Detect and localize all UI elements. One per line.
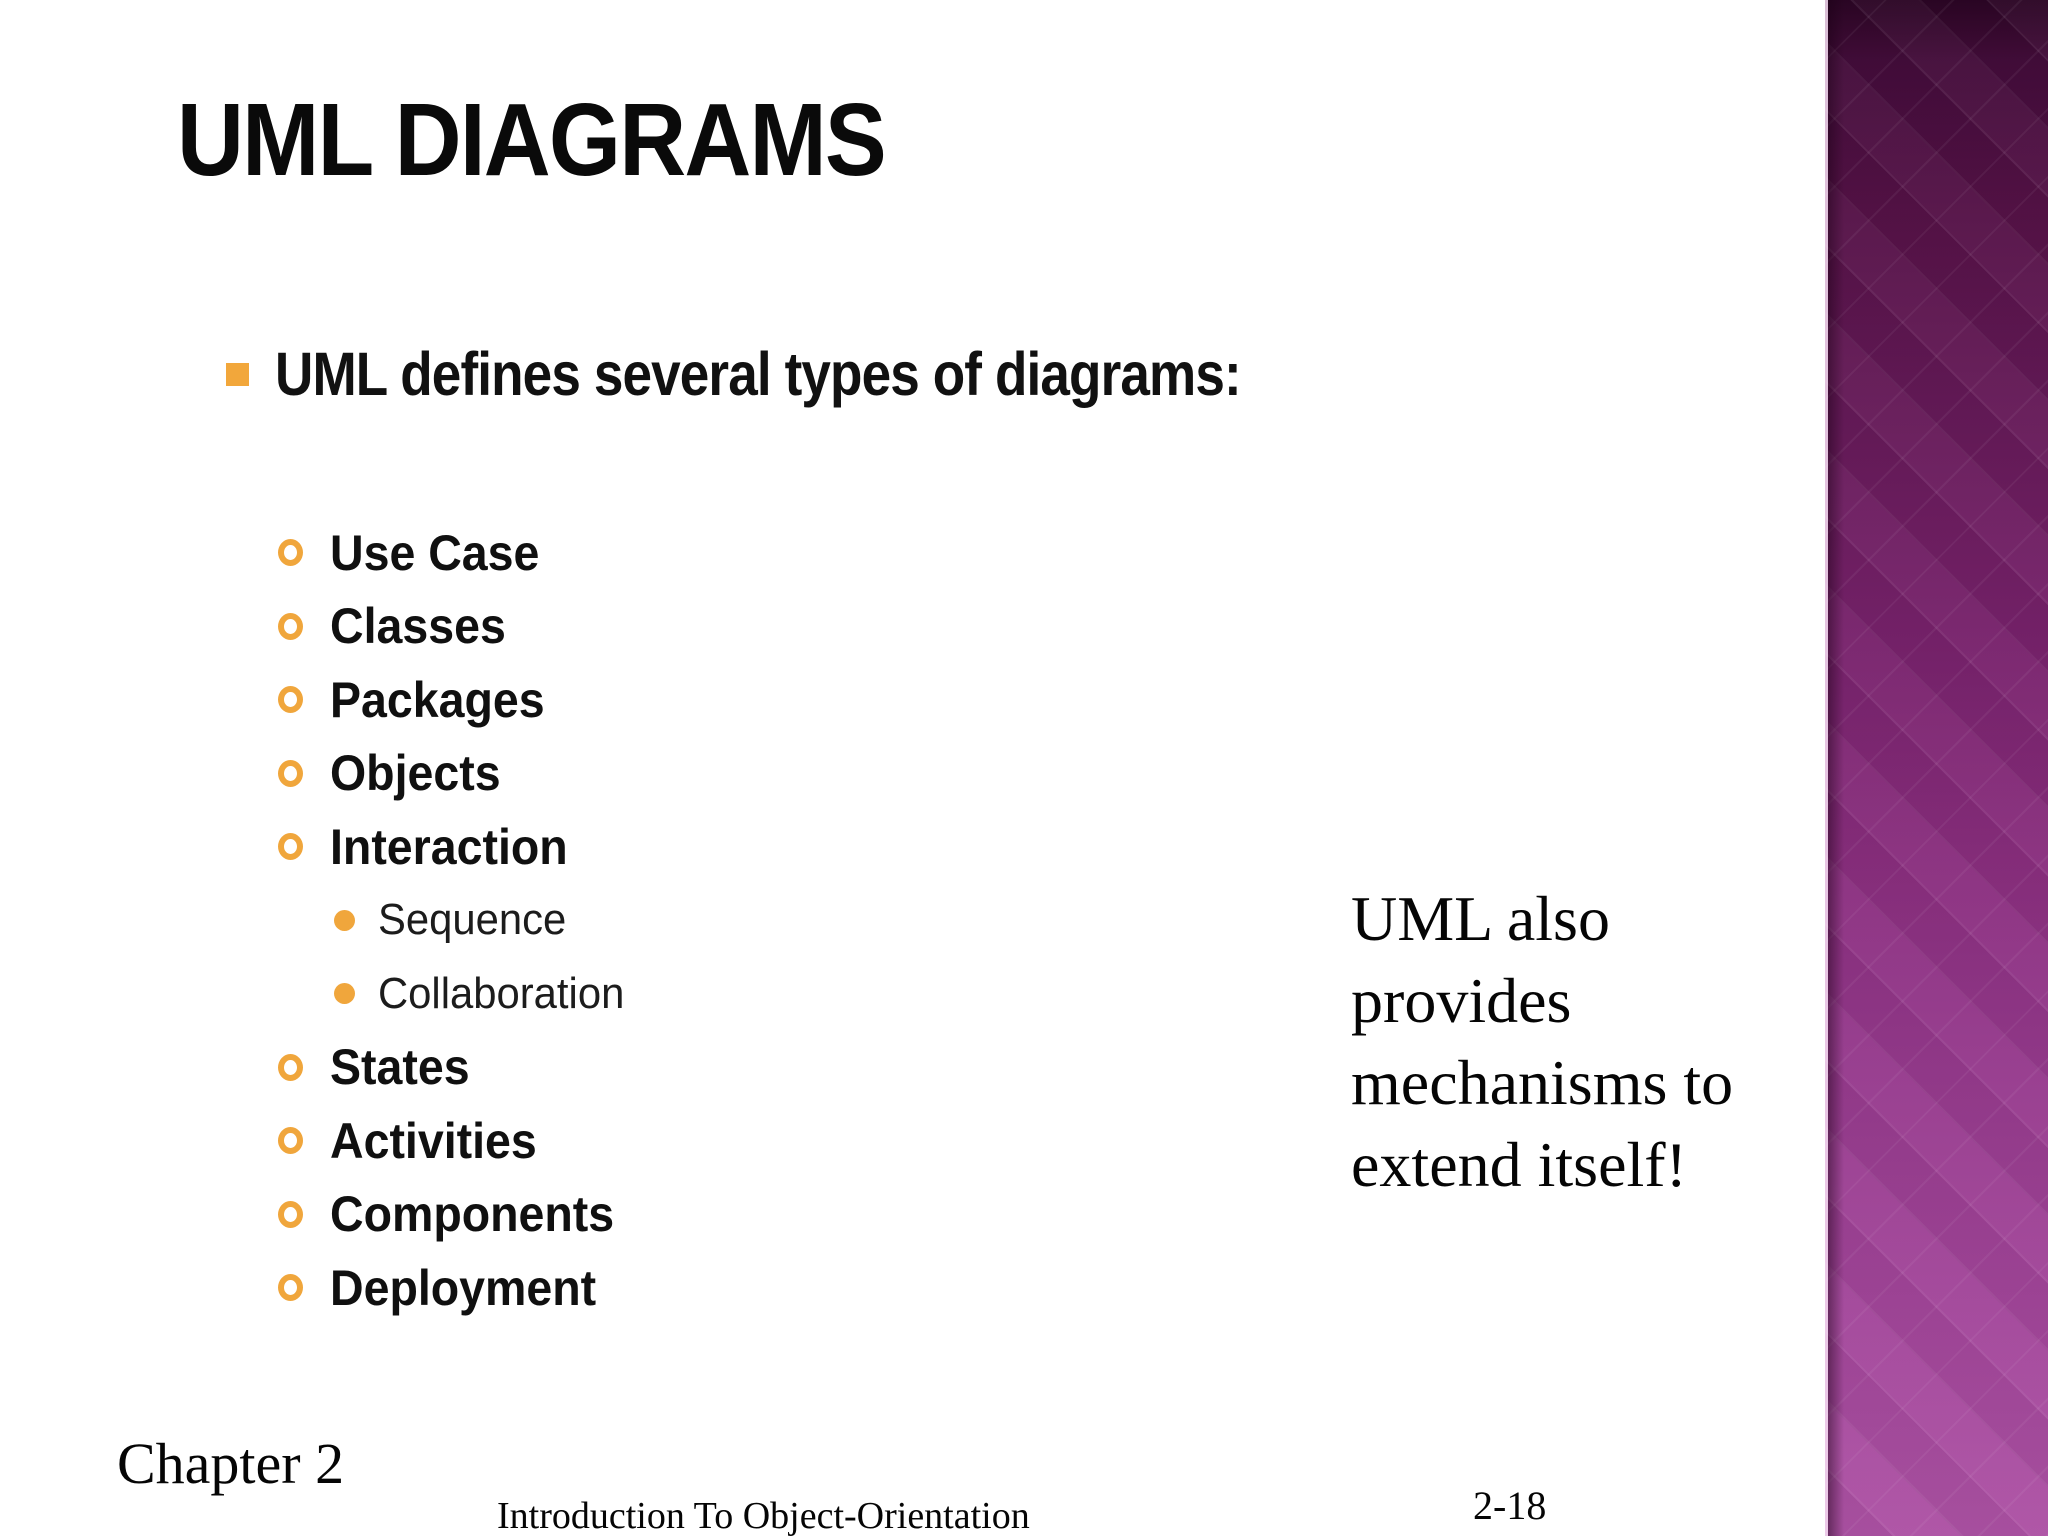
bullet-circle-icon: [278, 686, 303, 714]
bullet-circle-icon: [278, 1274, 303, 1302]
list-item-label: Use Case: [330, 524, 540, 581]
callout-line: provides: [1351, 965, 1572, 1036]
bullet-circle-icon: [278, 833, 303, 861]
list-item: States: [278, 1031, 637, 1105]
list-item: Sequence: [278, 884, 637, 958]
slide-title: UML DIAGRAMS: [177, 82, 887, 197]
bullet-circle-icon: [278, 1053, 303, 1081]
bullet-dot-icon: [334, 909, 355, 931]
footer-chapter: Chapter 2: [117, 1431, 345, 1496]
bullet-circle-icon: [278, 759, 303, 787]
list-item-label: Deployment: [330, 1259, 597, 1316]
list-item: Interaction: [278, 810, 637, 884]
bullet-circle-icon: [278, 1200, 303, 1228]
callout-line: UML also: [1351, 883, 1610, 954]
list-item: Packages: [278, 663, 637, 737]
list-item: Objects: [278, 737, 637, 811]
main-bullet-line: UML defines several types of diagrams:: [226, 344, 1385, 405]
bullet-square-icon: [226, 363, 249, 386]
list-item-label: Collaboration: [378, 968, 625, 1018]
callout-line: mechanisms to: [1351, 1047, 1734, 1118]
list-item: Deployment: [278, 1251, 637, 1325]
list-item-label: Packages: [330, 671, 545, 728]
band-shadow-edge: [1828, 0, 1844, 1536]
bullet-circle-icon: [278, 539, 303, 567]
list-item-label: Interaction: [330, 818, 568, 875]
callout-line: extend itself!: [1351, 1129, 1687, 1200]
list-item-label: Objects: [330, 745, 501, 802]
list-item-label: Components: [330, 1186, 615, 1243]
bullet-circle-icon: [278, 612, 303, 640]
band-diamond-pattern: [1825, 0, 2048, 1536]
list-item-label: States: [330, 1039, 470, 1096]
footer-page-number: 2-18: [1473, 1483, 1547, 1528]
band-highlight-edge: [1825, 0, 1828, 1536]
list-item: Use Case: [278, 516, 637, 590]
list-item-label: Sequence: [378, 895, 567, 945]
bullet-dot-icon: [334, 983, 355, 1005]
list-item: Activities: [278, 1104, 637, 1178]
accent-band: [1825, 0, 2048, 1536]
callout-text: UML also provides mechanisms to extend i…: [1351, 878, 1733, 1206]
list-item: Components: [278, 1178, 637, 1252]
footer-course: Introduction To Object-Orientation: [497, 1495, 1030, 1537]
list-item-label: Activities: [330, 1112, 537, 1169]
diagram-type-list: Use Case Classes Packages Objects Intera…: [278, 516, 637, 1325]
list-item: Classes: [278, 590, 637, 664]
main-bullet-text: UML defines several types of diagrams:: [275, 340, 1242, 408]
bullet-circle-icon: [278, 1127, 303, 1155]
list-item: Collaboration: [278, 957, 637, 1031]
list-item-label: Classes: [330, 598, 506, 655]
